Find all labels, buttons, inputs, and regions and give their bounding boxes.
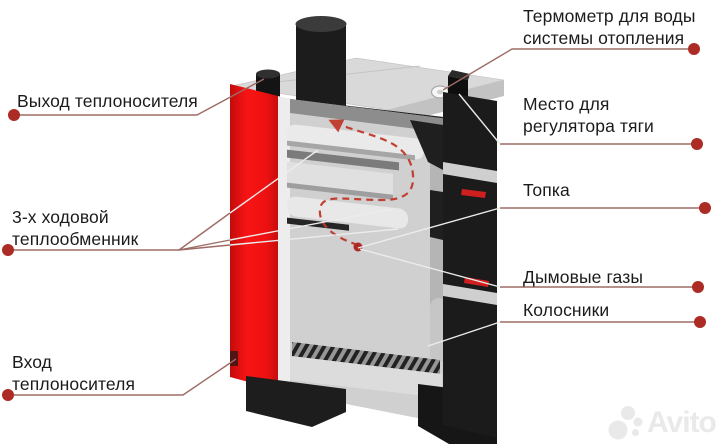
coolant-inlet-stub [230, 351, 238, 366]
dot-thermometer [688, 43, 700, 55]
callout-lines [8, 48, 705, 396]
dot-flue-gases [692, 281, 704, 293]
dot-outlet [8, 109, 20, 121]
label-thermometer: Термометр для воды системы отопления [523, 6, 696, 48]
line-firebox-inner [357, 207, 501, 249]
line-hx-b-inner [229, 208, 393, 241]
label-grates: Колосники [523, 300, 610, 320]
upper-door-handle [461, 189, 486, 198]
line-thermometer [442, 48, 694, 91]
label-firebox: Топка [523, 180, 570, 200]
dot-grates [694, 316, 706, 328]
line-hx-c-inner [229, 228, 399, 246]
watermark: Avito [606, 403, 717, 442]
line-inlet [8, 358, 237, 396]
label-coolant-inlet: Вход теплоносителя [12, 352, 136, 394]
front-panel [443, 92, 497, 438]
label-flue-gases: Дымовые газы [523, 267, 643, 287]
label-draft-regulator: Место для регулятора тяги [523, 94, 654, 136]
dot-heat-exchanger [2, 244, 14, 256]
watermark-text: Avito [647, 405, 717, 439]
line-regulator-inner [458, 93, 501, 145]
heat-exchanger-plates [287, 124, 424, 231]
grate-bars [290, 342, 442, 398]
line-hx-b [178, 239, 231, 251]
chimney-pipe [295, 16, 347, 108]
line-grates-inner [427, 321, 501, 347]
label-coolant-outlet: Выход теплоносителя [17, 91, 198, 111]
line-hx-a [178, 212, 231, 251]
line-outlet [14, 78, 265, 116]
dot-firebox [699, 202, 711, 214]
callout-lines-over-body [229, 93, 501, 347]
line-flue-inner [359, 248, 501, 288]
avito-logo-icon [608, 406, 643, 440]
dot-regulator [691, 138, 703, 150]
mid-door-frame [430, 190, 443, 240]
flue-exit-wedge [410, 120, 443, 170]
line-hx-a-inner [229, 149, 319, 214]
line-hx-c [178, 244, 231, 251]
label-heat-exchanger: 3-х ходовой теплообменник [12, 207, 139, 249]
callout-dots [2, 43, 711, 401]
dot-inlet [2, 389, 14, 401]
